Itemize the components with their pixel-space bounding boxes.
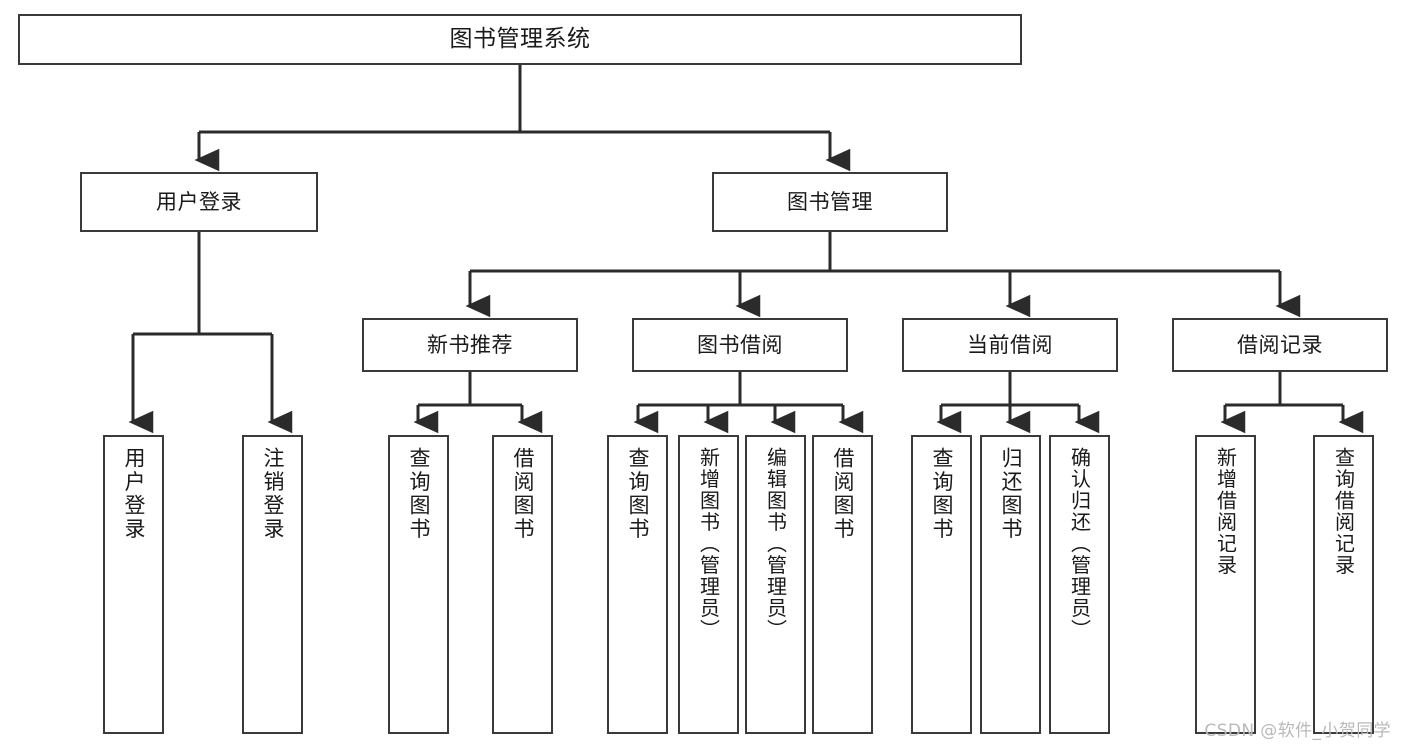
- watermark-text: CSDN @软件_小贺同学: [1204, 721, 1391, 741]
- node-label: 新增图书（管理员）: [696, 447, 721, 641]
- leaf-current-return-book[interactable]: 归还图书: [980, 435, 1041, 734]
- node-label: 编辑图书（管理员）: [763, 447, 788, 641]
- node-label: 借阅图书: [511, 447, 535, 541]
- node-label: 归还图书: [999, 447, 1023, 541]
- node-label: 确认归还（管理员）: [1067, 447, 1092, 641]
- leaf-record-add-record[interactable]: 新增借阅记录: [1195, 435, 1256, 734]
- leaf-borrow-add-book-admin[interactable]: 新增图书（管理员）: [678, 435, 739, 734]
- node-label: 当前借阅: [967, 332, 1053, 357]
- leaf-borrow-edit-book-admin[interactable]: 编辑图书（管理员）: [745, 435, 806, 734]
- node-label: 注销登录: [261, 447, 285, 541]
- node-current-borrow[interactable]: 当前借阅: [902, 318, 1118, 372]
- node-label: 新书推荐: [427, 332, 513, 357]
- node-label: 用户登录: [122, 447, 146, 541]
- leaf-current-confirm-return-admin[interactable]: 确认归还（管理员）: [1049, 435, 1110, 734]
- leaf-recommend-query-book[interactable]: 查询图书: [388, 435, 449, 734]
- node-root-system[interactable]: 图书管理系统: [18, 14, 1022, 65]
- node-label: 查询图书: [626, 447, 650, 541]
- node-label: 图书借阅: [697, 332, 783, 357]
- node-label: 借阅记录: [1237, 332, 1323, 357]
- leaf-recommend-borrow-book[interactable]: 借阅图书: [492, 435, 553, 734]
- node-user-login[interactable]: 用户登录: [80, 172, 318, 232]
- leaf-borrow-borrow-book[interactable]: 借阅图书: [812, 435, 873, 734]
- node-new-book-recommend[interactable]: 新书推荐: [362, 318, 578, 372]
- node-borrow-record[interactable]: 借阅记录: [1172, 318, 1388, 372]
- node-label: 图书管理: [787, 189, 873, 214]
- node-label: 查询图书: [407, 447, 431, 541]
- leaf-borrow-query-book[interactable]: 查询图书: [607, 435, 668, 734]
- leaf-current-query-book[interactable]: 查询图书: [911, 435, 972, 734]
- node-book-management[interactable]: 图书管理: [712, 172, 948, 232]
- leaf-user-login-logout[interactable]: 注销登录: [242, 435, 303, 734]
- node-label: 查询借阅记录: [1331, 447, 1356, 576]
- node-label: 用户登录: [156, 189, 242, 214]
- node-label: 查询图书: [930, 447, 954, 541]
- leaf-record-query-record[interactable]: 查询借阅记录: [1313, 435, 1374, 734]
- node-label: 图书管理系统: [449, 25, 591, 52]
- node-book-borrow[interactable]: 图书借阅: [632, 318, 848, 372]
- node-label: 新增借阅记录: [1213, 447, 1238, 576]
- leaf-user-login-login[interactable]: 用户登录: [103, 435, 164, 734]
- node-label: 借阅图书: [831, 447, 855, 541]
